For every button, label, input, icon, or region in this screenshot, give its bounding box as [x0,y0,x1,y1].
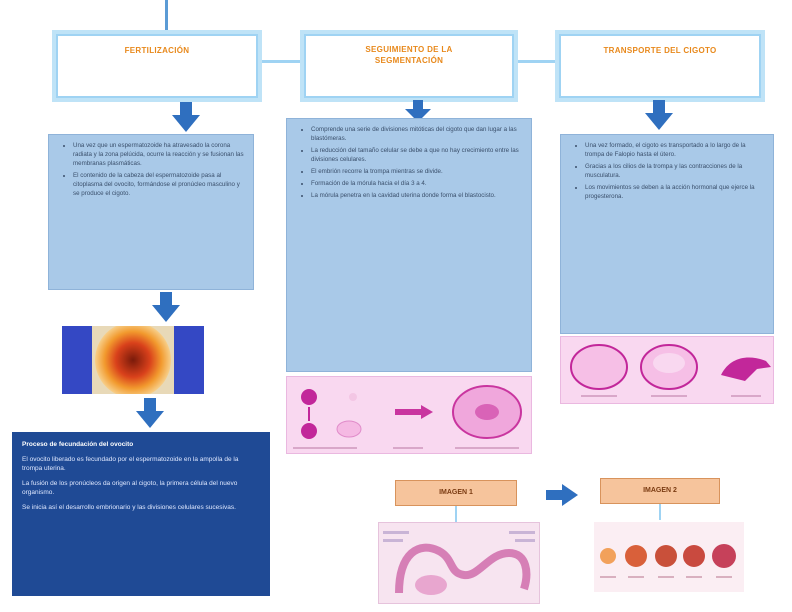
list-item: Una vez que un espermatozoide ha atraves… [73,141,245,168]
arrow-down-icon [645,100,673,130]
arrow-down-icon [136,398,164,428]
transport-info-box: Una vez formado, el cigoto es transporta… [560,134,774,334]
uterine-tube-illustration [383,531,535,595]
label-tick [659,504,661,520]
ovocyte-image [62,326,204,394]
transport-title-box: TRANSPORTE DEL CIGOTO [555,30,765,102]
stage-label-b: IMAGEN 2 [600,478,720,504]
segmentation-info-box: Comprende una serie de divisiones mitóti… [286,118,532,372]
embryo-stages-illustration [600,544,736,578]
transport-list: Una vez formado, el cigoto es transporta… [571,141,765,201]
transport-title: TRANSPORTE DEL CIGOTO [603,46,717,55]
list-item: El embrión recorre la trompa mientras se… [311,167,523,176]
segmentation-image [286,376,532,454]
segmentation-illustration [293,385,522,449]
list-item: La reducción del tamaño celular se debe … [311,146,523,164]
list-item: La mórula penetra en la cavidad uterina … [311,191,523,200]
arrow-right-icon [546,484,578,506]
label-tick [455,506,457,522]
fecundation-description-box: Proceso de fecundación del ovocito El ov… [12,432,270,596]
segmentation-title-box: SEGUIMIENTO DE LA SEGMENTACIÓN [300,30,518,102]
list-item: Gracias a los cilios de la trompa y las … [585,162,765,180]
fertilization-list: Una vez que un espermatozoide ha atraves… [59,141,245,198]
embryo-stages-image [594,522,744,592]
fertilization-info-box: Una vez que un espermatozoide ha atraves… [48,134,254,290]
connector-line-2 [517,60,557,63]
top-connector-line [165,0,168,34]
transport-image [560,336,774,404]
arrow-down-icon [172,102,200,132]
list-item: El contenido de la cabeza del espermatoz… [73,171,245,198]
list-item: Los movimientos se deben a la acción hor… [585,183,765,201]
description-heading: Proceso de fecundación del ovocito [22,441,134,448]
connector-line-1 [260,60,300,63]
stage-label-a: IMAGEN 1 [395,480,517,506]
arrow-down-icon [405,100,431,122]
fertilization-title-box: FERTILIZACIÓN [52,30,262,102]
fertilization-title: FERTILIZACIÓN [124,46,190,55]
list-item: Una vez formado, el cigoto es transporta… [585,141,765,159]
segmentation-title: SEGUIMIENTO DE LA SEGMENTACIÓN [365,45,453,65]
list-item: Comprende una serie de divisiones mitóti… [311,125,523,143]
description-paragraph: Se inicia así el desarrollo embrionario … [22,504,236,511]
segmentation-list: Comprende una serie de divisiones mitóti… [297,125,523,200]
uterine-tube-image [378,522,540,604]
ovocyte-illustration [92,326,174,394]
arrow-down-icon [152,292,180,322]
transport-illustration [570,344,771,397]
description-paragraph: La fusión de los pronúcleos da origen al… [22,480,238,496]
list-item: Formación de la mórula hacia el día 3 a … [311,179,523,188]
description-paragraph: El ovocito liberado es fecundado por el … [22,456,239,472]
